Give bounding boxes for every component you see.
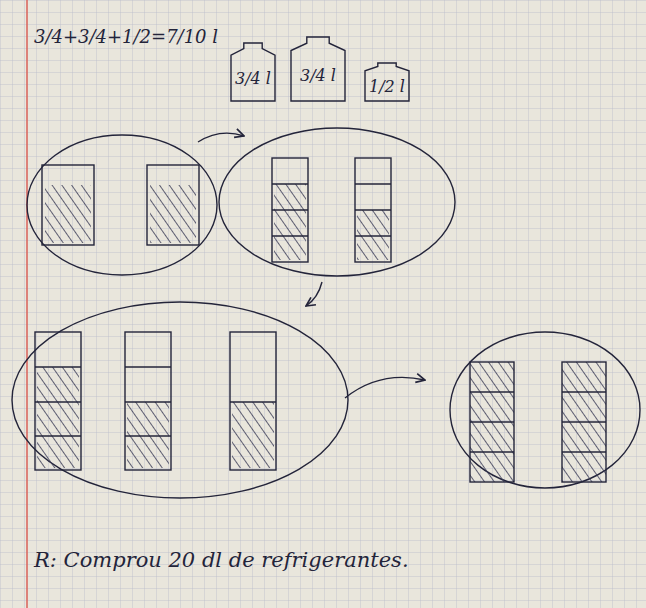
group-oval [219, 128, 455, 276]
group-oval [450, 332, 640, 488]
volume-label: 1/2 l [364, 78, 410, 96]
step-arrows [198, 133, 425, 398]
bottle-bars [35, 158, 606, 482]
volume-label: 3/4 l [290, 67, 346, 85]
bottle: 1/2 l [364, 62, 410, 102]
answer-text: R: Comprou 20 dl de refrigerantes. [34, 548, 409, 572]
volume-label: 3/4 l [230, 70, 276, 88]
group-oval [12, 302, 348, 498]
bottle: 3/4 l [230, 42, 276, 102]
margin-line [26, 0, 28, 608]
groups [12, 128, 640, 498]
equation-note: 3/4+3/4+1/2=7/10 l [34, 26, 218, 47]
group-oval [27, 135, 217, 275]
bottle: 3/4 l [290, 36, 346, 102]
